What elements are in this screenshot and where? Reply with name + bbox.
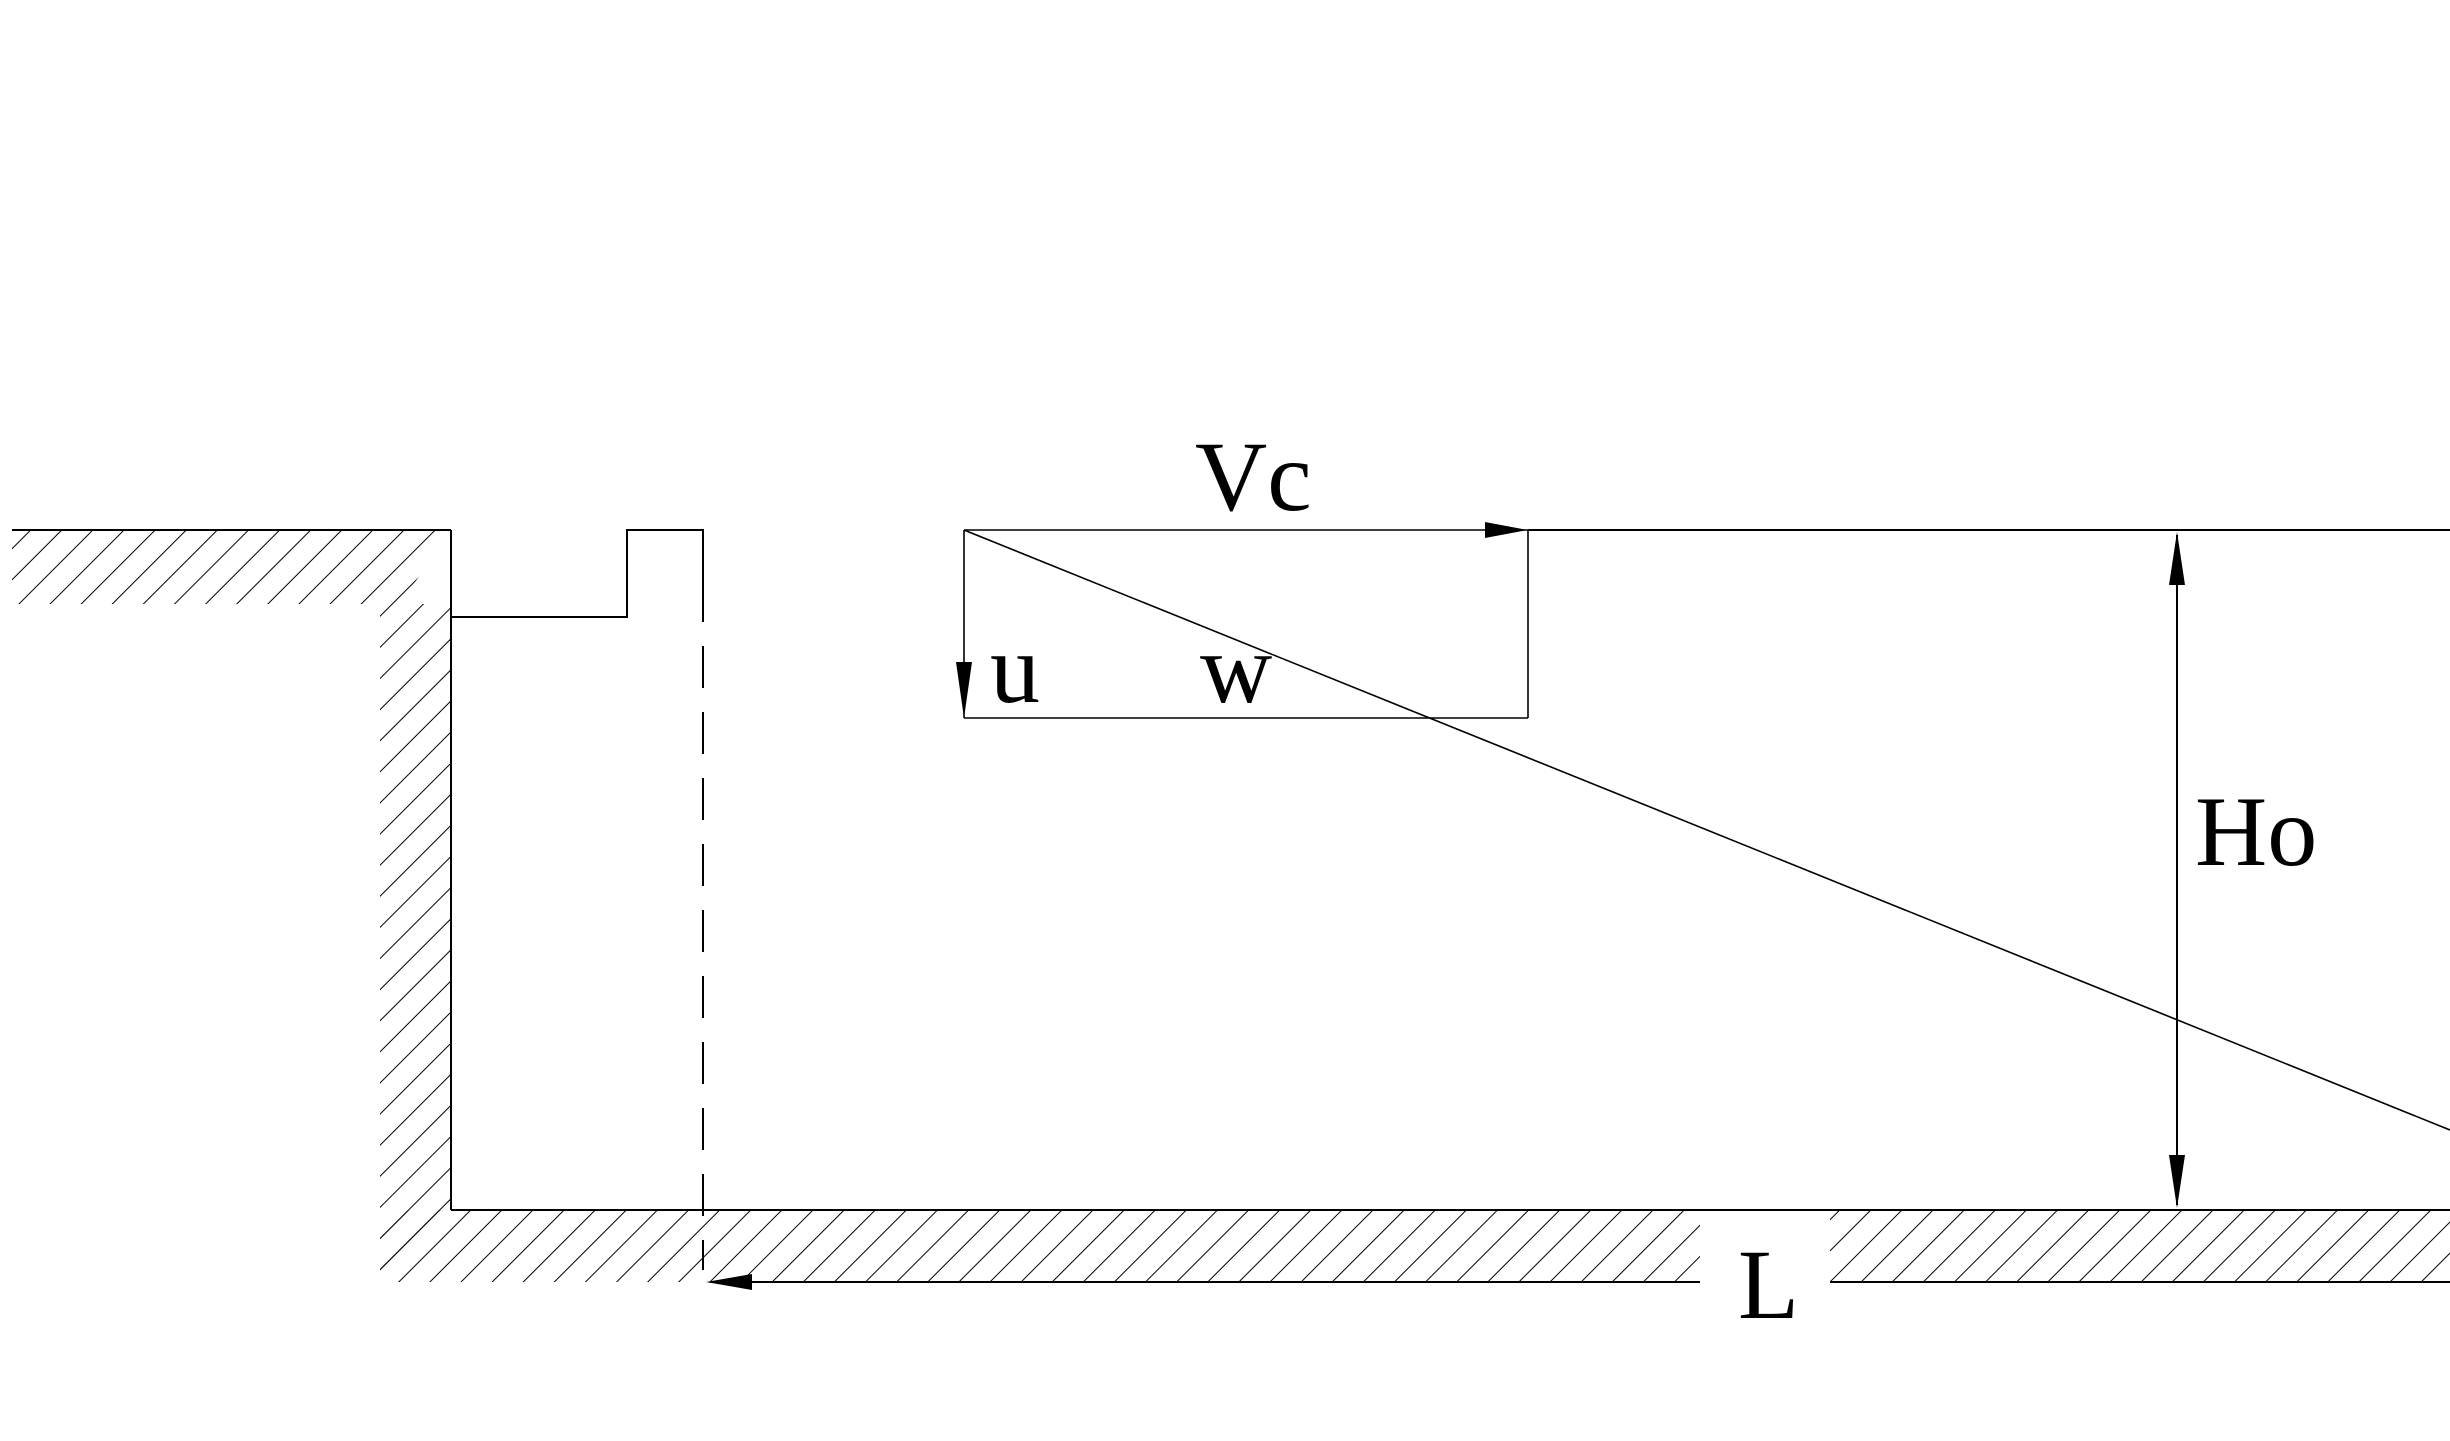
l-arrow-left	[706, 1274, 752, 1290]
bottom-hatch-right	[1830, 1210, 2450, 1282]
ground-hatching	[12, 530, 2450, 1282]
w-label: w	[1200, 613, 1272, 724]
top-left-ground-hatch	[12, 530, 451, 604]
basin-outline	[12, 529, 2450, 1270]
l-label: L	[1738, 1229, 1799, 1340]
particle-trajectory-w	[963, 529, 2450, 1131]
vc-label: Vc	[1195, 421, 1312, 532]
ho-arrow-top	[2169, 532, 2185, 585]
inlet-channel	[451, 529, 704, 618]
ho-arrow-bottom	[2169, 1155, 2185, 1208]
u-label: u	[990, 613, 1040, 724]
velocity-triangle	[956, 522, 2450, 1131]
vc-arrowhead	[1485, 522, 1528, 538]
ho-dimension	[2169, 532, 2185, 1208]
bottom-hatch-left	[380, 1210, 1700, 1282]
u-arrowhead	[956, 662, 972, 718]
left-wall-hatch	[380, 604, 451, 1282]
l-dimension	[706, 1274, 2450, 1290]
ho-label: Ho	[2195, 776, 2317, 887]
